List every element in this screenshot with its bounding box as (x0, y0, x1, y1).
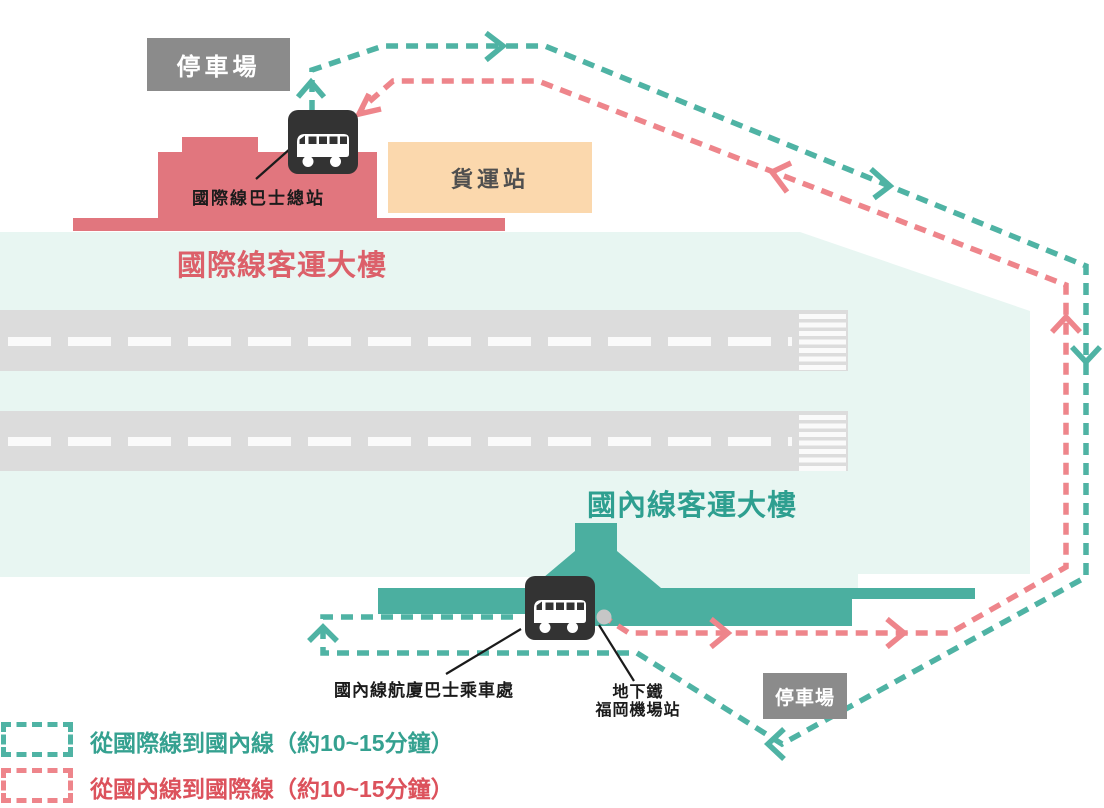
route-arrow (1069, 345, 1103, 367)
pointer-line-subway (598, 624, 635, 682)
route-international-to-domestic (295, 30, 1103, 762)
route-arrow (767, 160, 793, 194)
runway-south (0, 411, 848, 471)
cargo-terminal-box: 貨運站 (388, 142, 592, 213)
parking-lot-bottom-box: 停車場 (763, 673, 847, 719)
international-terminal-title: 國際線客運大樓 (177, 250, 388, 282)
subway-station-label-line2: 福岡機場站 (595, 702, 681, 719)
route-domestic-to-international (353, 78, 1083, 650)
bus-icon (288, 110, 358, 174)
route-arrow (295, 77, 327, 99)
subway-station-label: 地下鐵 福岡機場站 (568, 684, 708, 720)
pointer-line-intl-bus (255, 147, 292, 180)
subway-station-dot-icon (596, 609, 612, 625)
domestic-bus-stop-label: 國內線航廈巴士乘車處 (334, 681, 514, 700)
route-arrow (1049, 312, 1083, 334)
legend-item-domestic-to-international: 從國內線到國際線（約10~15分鐘） (90, 776, 454, 802)
runway-north (0, 310, 848, 371)
route-arrow (484, 30, 508, 63)
route-arrow (353, 92, 382, 118)
legend-swatch-pink (1, 768, 73, 803)
route-arrow (763, 726, 786, 762)
runway-threshold-stripes (799, 415, 846, 471)
route-arrow (709, 616, 733, 650)
legend-item-international-to-domestic: 從國際線到國內線（約10~15分鐘） (90, 730, 454, 756)
route-arrow (307, 623, 339, 643)
pointer-line-domestic-bus (445, 628, 522, 675)
route-arrow (869, 166, 895, 201)
international-bus-terminal-label: 國際線巴士總站 (192, 189, 325, 208)
parking-lot-top-box: 停車場 (147, 38, 290, 91)
parking-lot-bottom-label: 停車場 (774, 687, 835, 709)
legend-swatch-teal (1, 722, 73, 757)
route-arrow (885, 616, 909, 650)
parking-lot-top-label: 停車場 (176, 54, 261, 81)
runway-threshold-stripes (799, 314, 846, 370)
airfield-area (0, 232, 1030, 588)
subway-station-label-line1: 地下鐵 (612, 684, 664, 701)
bus-icon (525, 576, 595, 640)
domestic-terminal-title: 國內線客運大樓 (587, 490, 798, 522)
cargo-terminal-label: 貨運站 (450, 166, 529, 192)
